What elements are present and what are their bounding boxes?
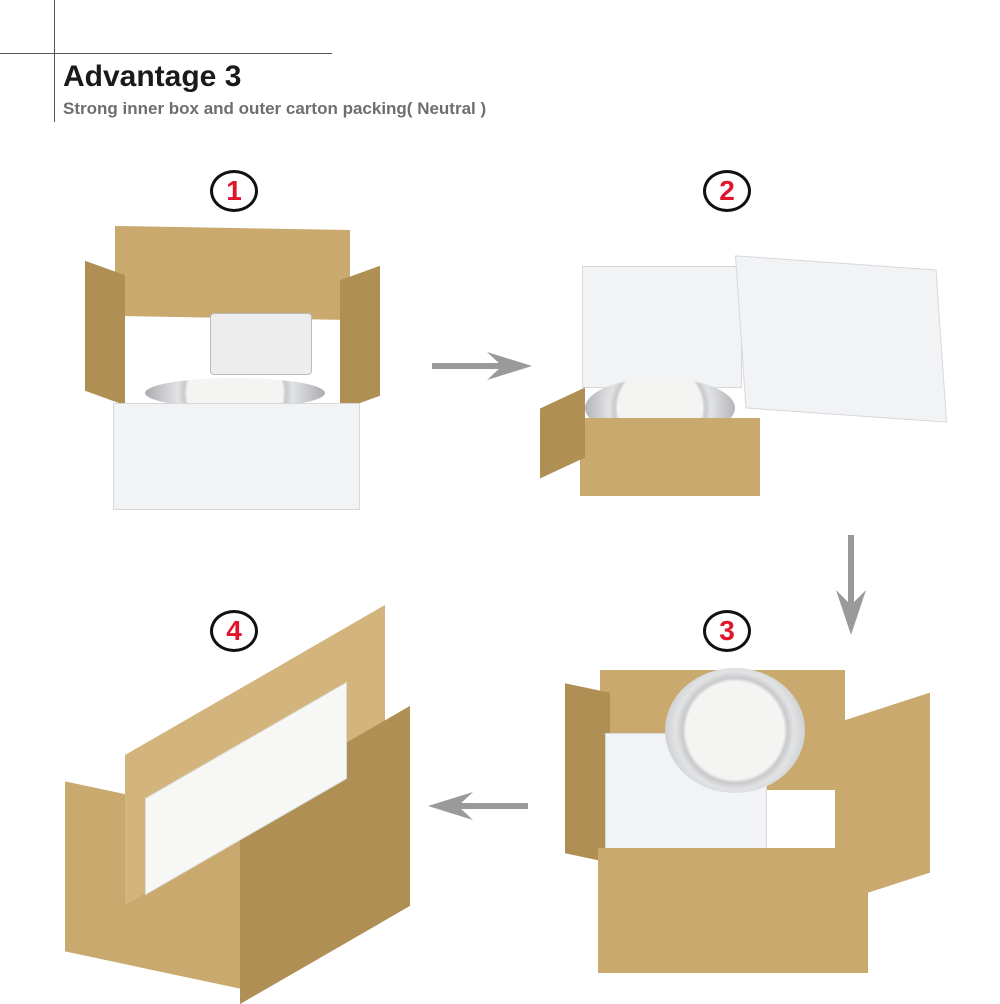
page-subtitle: Strong inner box and outer carton packin… [63, 99, 487, 118]
step-4-image [65, 604, 410, 1004]
box-back-flap [115, 225, 350, 321]
arrow-left-icon [428, 792, 528, 820]
inner-box-lid [582, 266, 742, 388]
step-badge-1: 1 [210, 170, 258, 212]
carton-front [598, 848, 868, 973]
inner-box-base [580, 418, 760, 496]
header-vertical-rule [54, 0, 55, 122]
inner-box-front [113, 403, 360, 510]
led-driver [210, 313, 312, 375]
inner-box-left-flap [540, 387, 585, 479]
step-badge-4: 4 [210, 610, 258, 652]
downlight [665, 668, 805, 793]
box-left-flap [85, 260, 125, 406]
box-right-flap [340, 265, 380, 411]
step-badge-2: 2 [703, 170, 751, 212]
page-title: Advantage 3 [63, 60, 242, 93]
step-3-image [565, 668, 930, 973]
arrow-right-icon [432, 352, 532, 380]
step-badge-3: 3 [703, 610, 751, 652]
header-horizontal-rule [0, 53, 332, 54]
arrow-down-icon [836, 535, 866, 635]
carton-left-flap [565, 683, 610, 863]
closed-white-box [734, 255, 948, 423]
step-2-image [540, 238, 960, 498]
step-1-image [85, 225, 380, 510]
